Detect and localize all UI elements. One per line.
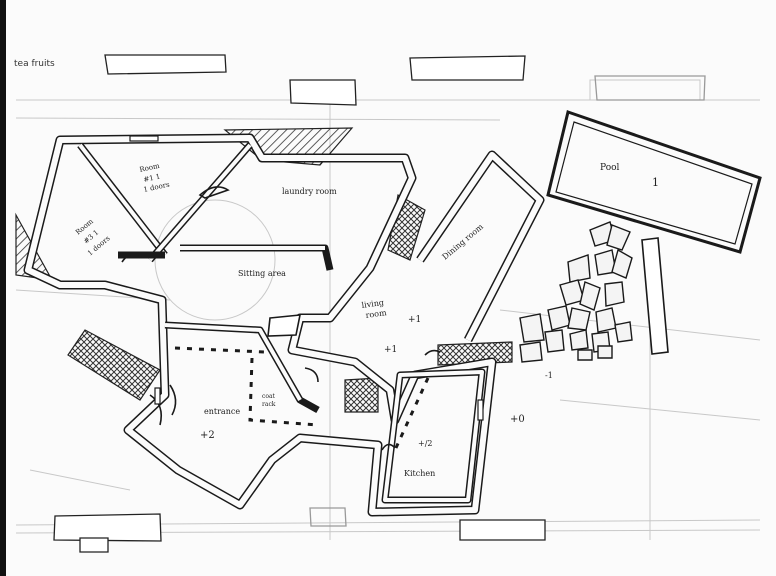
building-walls <box>23 133 545 517</box>
pool-label: Pool <box>600 163 620 173</box>
level-kitchen: +/2 <box>418 439 433 448</box>
living-room-label-1: living <box>361 298 385 310</box>
level-entrance: +2 <box>200 430 215 441</box>
windows <box>129 135 484 421</box>
level-garden: +0 <box>510 414 525 425</box>
level-terrace: -1 <box>545 371 553 380</box>
coat-rack-label-1: coat <box>262 393 276 400</box>
laundry-room-label: laundry room <box>282 187 337 196</box>
level-markers: +1 +1 +2 +/2 +0 -1 1 <box>200 176 659 448</box>
dashed-outlines <box>174 346 430 451</box>
pool-mark: 1 <box>652 176 659 189</box>
pool <box>546 110 762 254</box>
room-b-label-2: #1 1 <box>143 173 161 184</box>
sitting-area-label: Sitting area <box>238 269 286 278</box>
faint-header-label: tea fruits <box>14 59 55 69</box>
terrace-stones <box>519 221 633 363</box>
kitchen-label: Kitchen <box>404 469 435 478</box>
tape-strips <box>53 54 706 553</box>
level-living: +1 <box>408 315 421 325</box>
entrance-label: entrance <box>204 407 240 416</box>
living-room-label-2: room <box>365 308 388 320</box>
door-swings <box>121 186 441 451</box>
coat-rack-label-2: rack <box>262 401 276 408</box>
fence-slab <box>267 237 669 355</box>
level-living-lower: +1 <box>384 345 397 355</box>
scan-edge <box>0 0 6 576</box>
